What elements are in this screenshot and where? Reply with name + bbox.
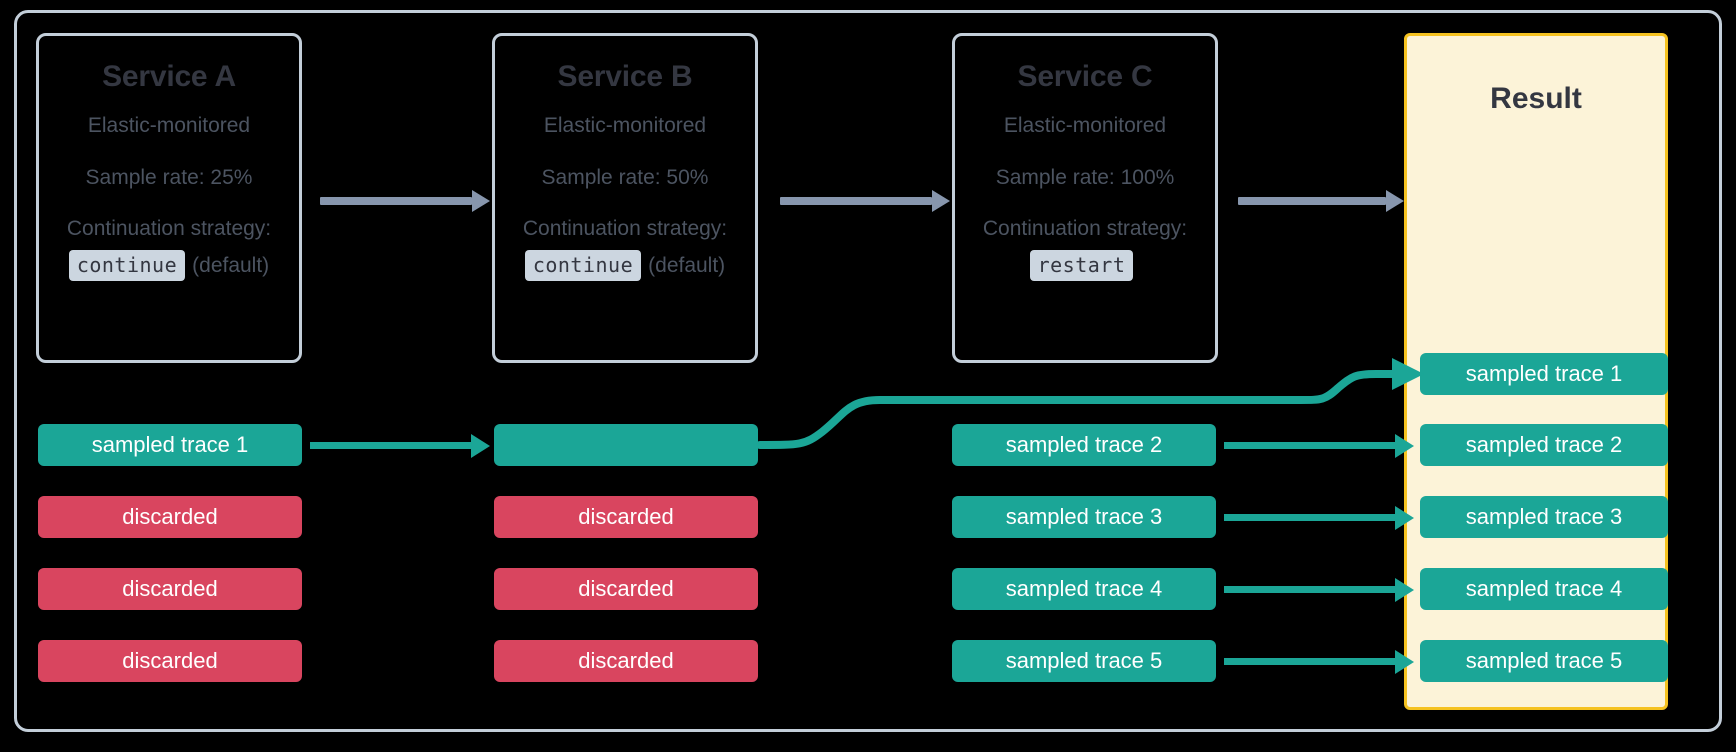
service-a-trace-chip-1: sampled trace 1 (38, 424, 302, 466)
service-a-trace-chip-3: discarded (38, 568, 302, 610)
arrow-shaft (320, 197, 472, 205)
trace-arrow-c5-to-result5 (1224, 650, 1414, 674)
service-a-trace-chip-4: discarded (38, 640, 302, 682)
service-b-strategy-note: (default) (648, 254, 726, 278)
service-box-a: Service A Elastic-monitored Sample rate:… (36, 33, 302, 363)
service-c-sample-rate: Sample rate: 100% (995, 165, 1175, 189)
service-box-c: Service C Elastic-monitored Sample rate:… (952, 33, 1218, 363)
service-b-title: Service B (557, 60, 693, 93)
service-c-strategy-value: restart (1029, 250, 1134, 282)
service-b-trace-chip-4: discarded (494, 640, 758, 682)
service-flow-arrow-b-to-c (780, 190, 950, 212)
result-title: Result (1490, 82, 1582, 115)
result-trace-chip-4: sampled trace 4 (1420, 568, 1668, 610)
trace-arrow-c3-to-result3 (1224, 506, 1414, 530)
service-b-trace-chip-1 (494, 424, 758, 466)
arrow-shaft (1224, 658, 1396, 665)
arrow-shaft (780, 197, 932, 205)
service-b-sample-rate: Sample rate: 50% (541, 165, 709, 189)
service-c-trace-chip-4: sampled trace 5 (952, 640, 1216, 682)
arrow-shaft (1224, 442, 1396, 449)
arrow-shaft (1224, 514, 1396, 521)
service-flow-arrow-a-to-b (320, 190, 490, 212)
service-c-title: Service C (1017, 60, 1153, 93)
service-b-trace-chip-2: discarded (494, 496, 758, 538)
service-a-strategy-row: continue (default) (68, 250, 270, 282)
service-b-strategy-value: continue (524, 250, 642, 282)
arrow-shaft (310, 442, 472, 449)
service-a-strategy-value: continue (68, 250, 186, 282)
trace-arrow-c2-to-result2 (1224, 434, 1414, 458)
service-c-strategy-row: restart (1029, 250, 1141, 282)
arrow-shaft (1224, 586, 1396, 593)
service-b-trace-chip-3: discarded (494, 568, 758, 610)
arrow-head-icon (1395, 578, 1414, 602)
service-a-sample-rate: Sample rate: 25% (85, 165, 253, 189)
service-a-monitored-label: Elastic-monitored (87, 114, 251, 137)
arrow-head-icon (1386, 190, 1404, 212)
trace-arrow-a1-to-b1 (310, 434, 490, 458)
result-trace-chip-1: sampled trace 1 (1420, 353, 1668, 395)
service-a-trace-chip-2: discarded (38, 496, 302, 538)
service-box-b: Service B Elastic-monitored Sample rate:… (492, 33, 758, 363)
arrow-head-icon (1395, 506, 1414, 530)
arrow-head-icon (932, 190, 950, 212)
arrow-head-icon (472, 190, 490, 212)
service-c-trace-chip-3: sampled trace 4 (952, 568, 1216, 610)
service-b-strategy-label: Continuation strategy: (522, 217, 728, 241)
service-c-monitored-label: Elastic-monitored (1003, 114, 1167, 137)
result-trace-chip-2: sampled trace 2 (1420, 424, 1668, 466)
arrow-head-icon (1395, 434, 1414, 458)
service-a-title: Service A (102, 60, 236, 93)
result-trace-chip-3: sampled trace 3 (1420, 496, 1668, 538)
arrow-shaft (1238, 197, 1386, 205)
trace-arrow-c4-to-result4 (1224, 578, 1414, 602)
service-c-trace-chip-2: sampled trace 3 (952, 496, 1216, 538)
arrow-head-icon (471, 434, 490, 458)
service-a-strategy-label: Continuation strategy: (66, 217, 272, 241)
service-a-strategy-note: (default) (192, 254, 270, 278)
service-c-trace-chip-1: sampled trace 2 (952, 424, 1216, 466)
service-c-strategy-label: Continuation strategy: (982, 217, 1188, 241)
service-b-strategy-row: continue (default) (524, 250, 726, 282)
service-b-monitored-label: Elastic-monitored (543, 114, 707, 137)
arrow-head-icon (1395, 650, 1414, 674)
result-trace-chip-5: sampled trace 5 (1420, 640, 1668, 682)
service-flow-arrow-c-to-result (1238, 190, 1404, 212)
